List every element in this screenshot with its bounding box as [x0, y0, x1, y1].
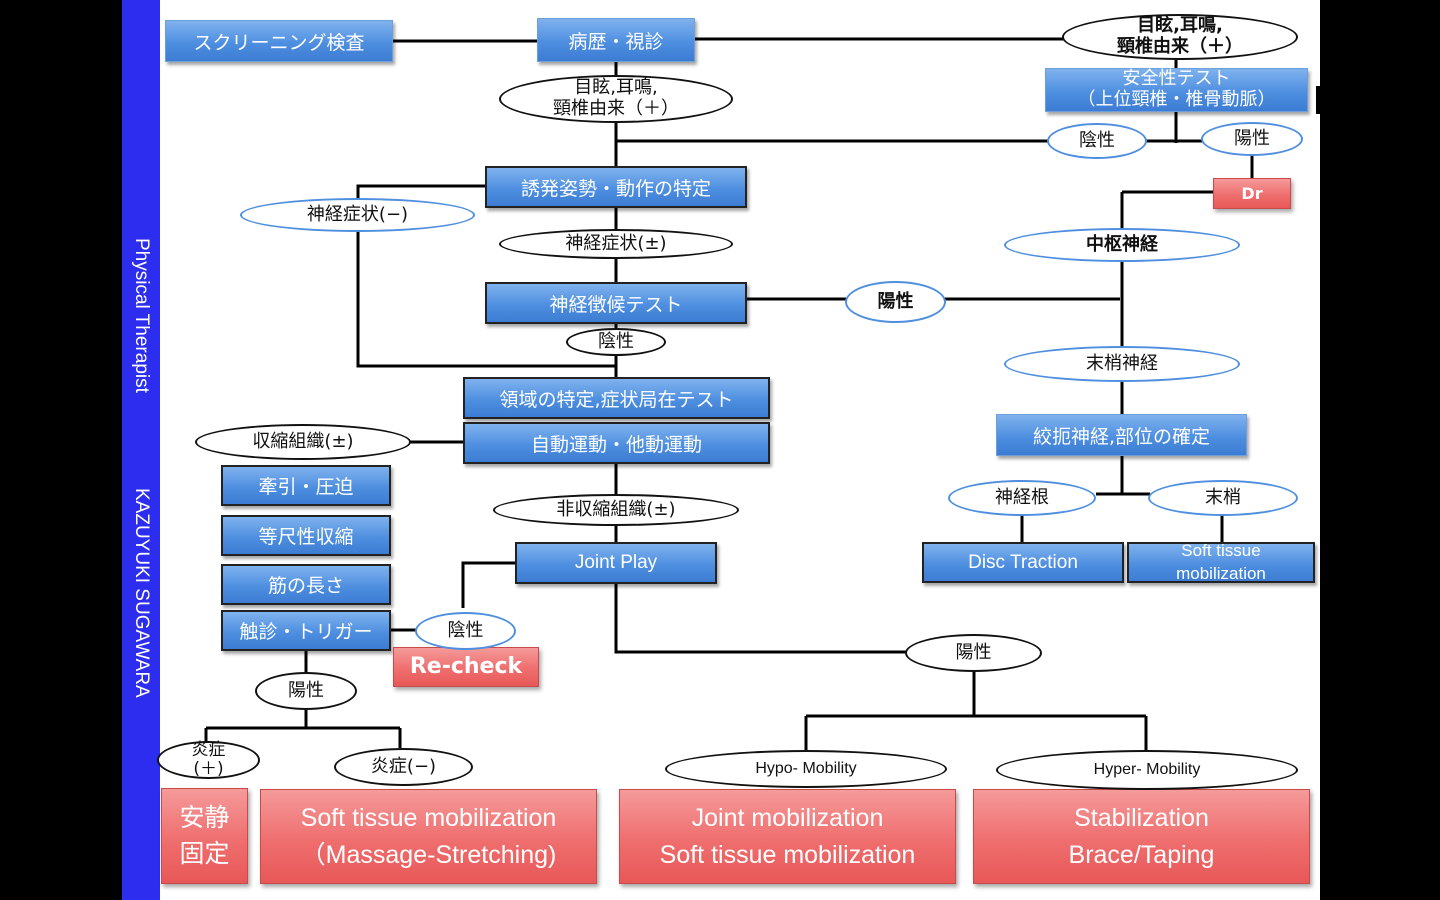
safety-test-box: 安全性テスト （上位頸椎・椎骨動脈）: [1045, 68, 1308, 112]
traction-compression-box: 牽引・圧迫: [221, 465, 391, 506]
neurological-sign-test-box: 神経徴候テスト: [485, 282, 747, 324]
active-passive-movement-box: 自動運動・他動運動: [463, 422, 770, 464]
safety-negative-oval: 陰性: [1047, 123, 1147, 159]
vertigo-cervical-oval-top: 目眩,耳鳴, 頸椎由来（＋）: [1062, 14, 1298, 60]
periphery-oval: 末梢: [1148, 480, 1298, 516]
disc-traction-box: Disc Traction: [922, 542, 1124, 583]
hypo-mobility-oval: Hypo- Mobility: [665, 750, 947, 788]
history-inspection-box: 病歴・視診: [537, 18, 695, 62]
recheck-box: Re-check: [393, 647, 539, 687]
soft-tissue-mobilization-small-box: Soft tissue mobilization: [1127, 541, 1315, 583]
contractile-tissue-oval: 収縮組織(±): [195, 424, 411, 460]
inflammation-positive-oval: 炎症 (＋): [157, 741, 260, 779]
vertigo-cervical-oval-main: 目眩,耳鳴, 頸椎由来（＋）: [499, 75, 733, 123]
central-nerve-oval: 中枢神経: [1004, 228, 1240, 262]
joint-play-box: Joint Play: [515, 542, 717, 584]
neuro-symptom-negative-oval: 神経症状(−): [240, 198, 475, 232]
neuro-symptom-ambiguous-oval: 神経症状(±): [499, 229, 733, 259]
inflammation-negative-oval: 炎症(−): [334, 748, 473, 786]
palpation-positive-oval: 陽性: [255, 672, 357, 710]
neuro-negative-oval: 陰性: [566, 328, 666, 356]
nerve-entrapment-box: 絞扼神経,部位の確定: [996, 414, 1247, 456]
joint-play-positive-oval: 陽性: [905, 634, 1042, 672]
noncontractile-tissue-oval: 非収縮組織(±): [493, 494, 739, 526]
provocative-posture-box: 誘発姿勢・動作の特定: [485, 166, 747, 208]
screening-test-box: スクリーニング検査: [165, 20, 393, 62]
doctor-referral-box: Dr: [1213, 178, 1291, 209]
nerve-root-oval: 神経根: [948, 480, 1096, 516]
region-identification-box: 領域の特定,症状局在テスト: [463, 377, 770, 419]
stabilization-box: Stabilization Brace/Taping: [973, 789, 1310, 884]
palpation-negative-oval: 陰性: [415, 612, 516, 650]
joint-mobilization-box: Joint mobilization Soft tissue mobilizat…: [619, 789, 956, 884]
hyper-mobility-oval: Hyper- Mobility: [996, 750, 1298, 790]
sidebar-author: KAZUYUKI SUGAWARA: [131, 488, 152, 698]
palpation-trigger-box: 触診・トリガー: [221, 610, 391, 651]
safety-positive-oval: 陽性: [1201, 122, 1303, 156]
neuro-positive-oval: 陽性: [845, 281, 946, 323]
muscle-length-box: 筋の長さ: [221, 564, 391, 605]
presenter-sidebar: Physical Therapist KAZUYUKI SUGAWARA: [122, 0, 160, 900]
rest-fixation-box: 安静 固定: [161, 788, 248, 884]
isometric-contraction-box: 等尺性収縮: [221, 515, 391, 556]
peripheral-nerve-oval: 末梢神経: [1004, 346, 1240, 382]
sidebar-title: Physical Therapist: [131, 238, 152, 393]
soft-tissue-massage-box: Soft tissue mobilization （Massage-Stretc…: [260, 789, 597, 884]
